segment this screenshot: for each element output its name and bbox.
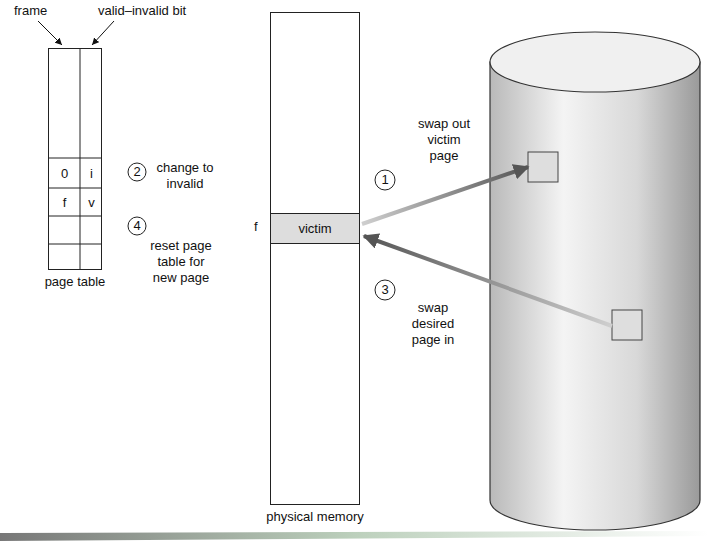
callout-number: 3: [374, 279, 396, 301]
node-text: victim: [298, 221, 331, 237]
node-caption: physical memory: [266, 509, 364, 525]
node-text: i: [90, 166, 93, 182]
node-text: 1: [381, 172, 388, 188]
frame-cell: 0: [49, 159, 80, 189]
leader-arrow: [92, 21, 114, 45]
callout-number: 4: [127, 216, 147, 236]
bottom-swoosh: [0, 531, 708, 541]
column-header: frame: [14, 3, 47, 19]
bit-cell: v: [81, 189, 102, 216]
leader-arrow: [38, 21, 62, 45]
node-text: 3: [381, 282, 388, 298]
node-caption: page table: [45, 274, 106, 290]
physical-memory: physical memoryvictim: [270, 12, 360, 505]
step-note: swap out victim page: [413, 116, 475, 164]
victim-frame: victim: [271, 213, 359, 244]
page-table: page table0ifv: [48, 48, 102, 270]
node-text: 4: [133, 218, 140, 234]
disk-body: [490, 62, 700, 530]
swap-in-arrow: [364, 236, 612, 326]
step-note: reset page table for new page: [146, 238, 216, 286]
step-note: swap desired page in: [404, 300, 462, 348]
disk-page-slot: [612, 310, 642, 340]
callout-number: 2: [127, 162, 147, 182]
disk-top: [490, 32, 700, 92]
swap-out-arrow: [362, 167, 528, 224]
frame-label: f: [254, 219, 258, 235]
bit-cell: i: [81, 159, 102, 189]
node-text: 0: [61, 166, 68, 182]
frame-cell: f: [49, 189, 80, 216]
node-text: 2: [133, 164, 140, 180]
node-text: v: [88, 195, 95, 211]
callout-number: 1: [374, 169, 396, 191]
disk-page-slot: [528, 152, 558, 182]
step-note: change to invalid: [153, 160, 217, 192]
node-text: f: [63, 195, 67, 211]
page-table-grid: [48, 48, 102, 270]
column-header: valid–invalid bit: [98, 3, 186, 19]
